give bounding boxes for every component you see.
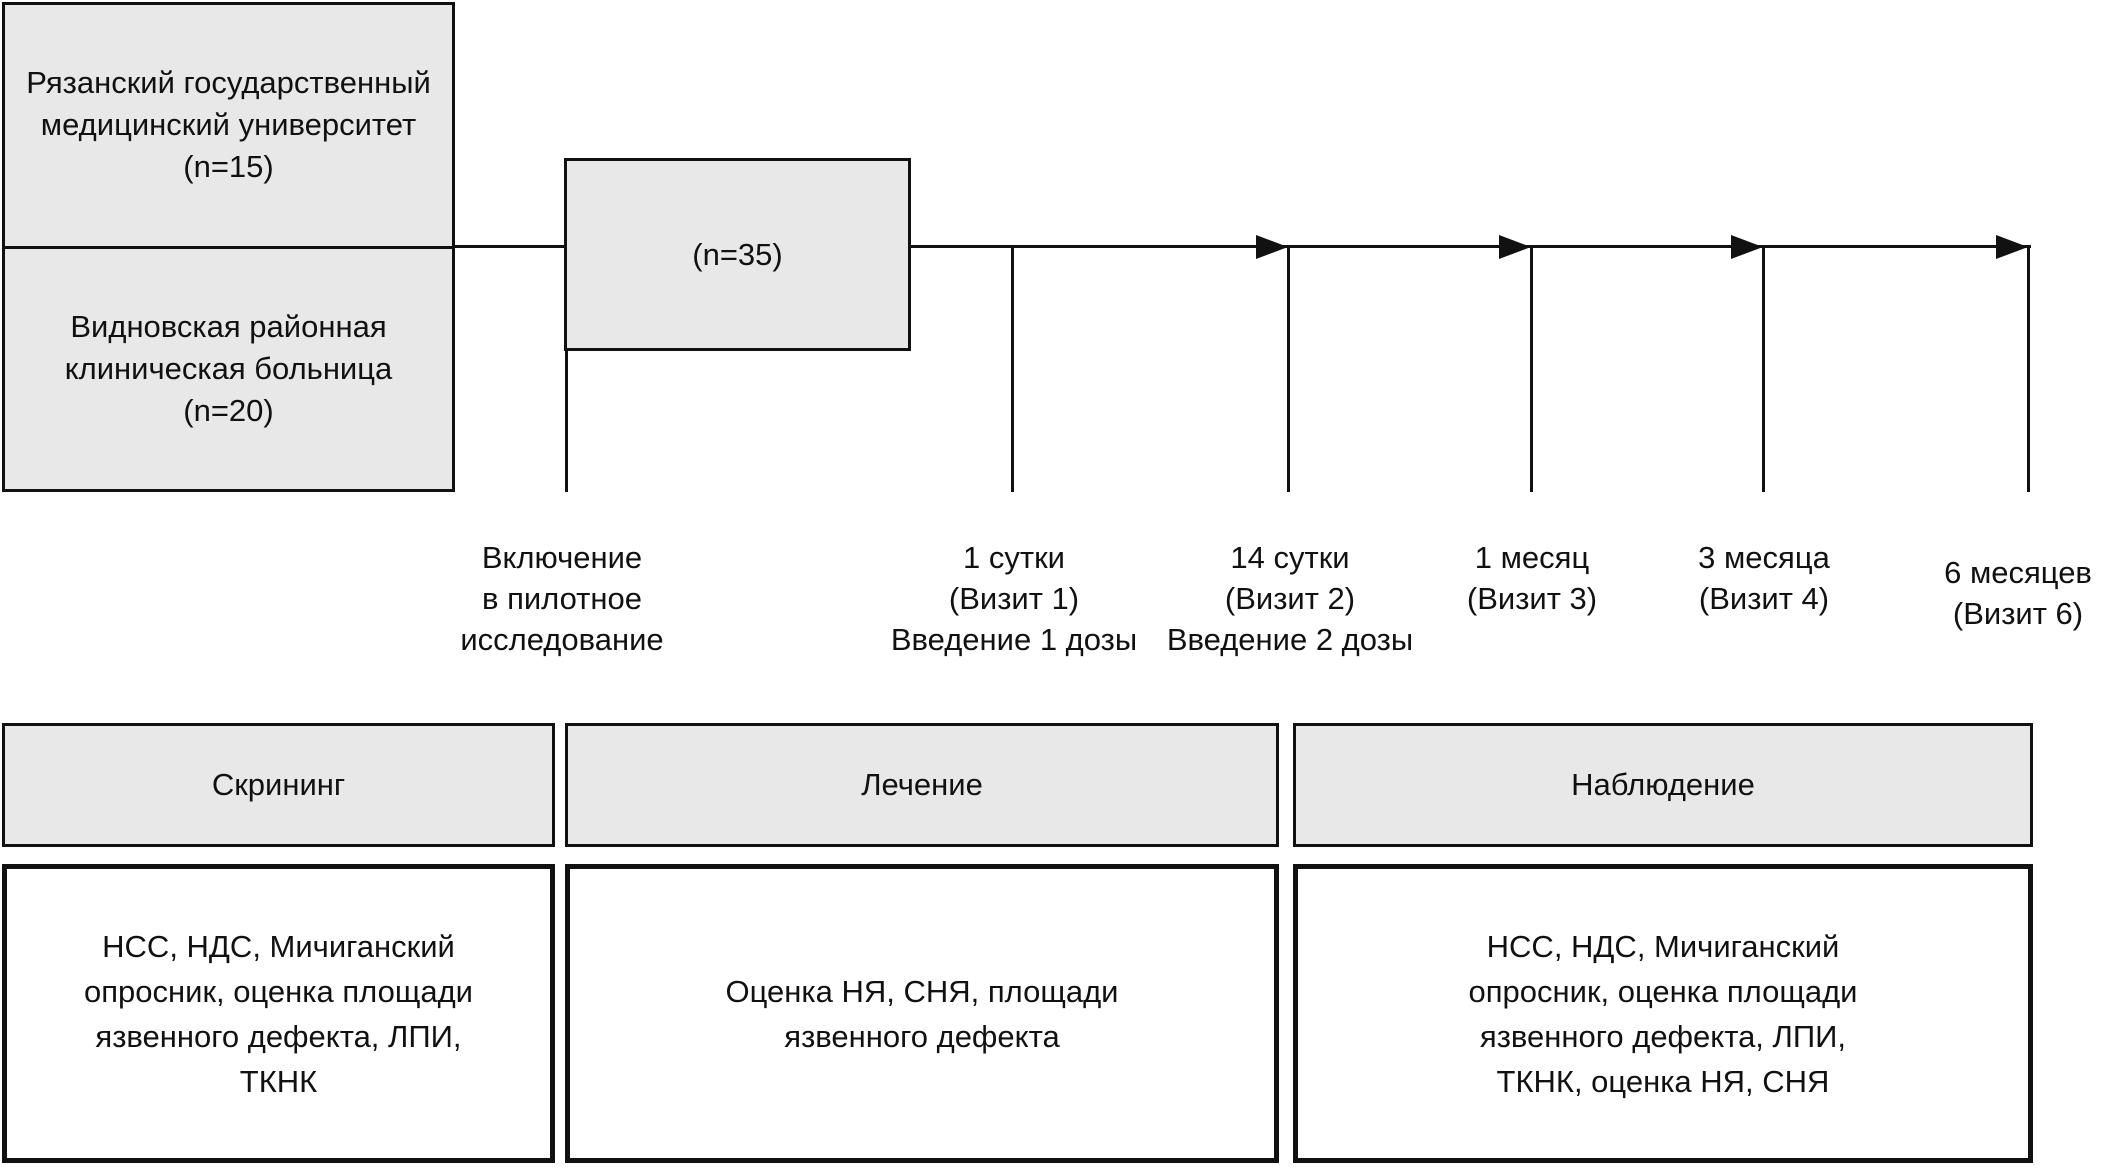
phase-header-treatment: Лечение: [565, 723, 1279, 847]
phase-content-observation: НСС, НДС, Мичиганский опросник, оценка п…: [1293, 864, 2033, 1163]
enrollment-label: (n=35): [692, 236, 783, 272]
arrowhead-icon-visit-4: [1731, 235, 1763, 259]
milestone-label-visit-1: 1 сутки (Визит 1) Введение 1 дозы: [890, 540, 1138, 657]
arrowhead-icon-visit-6: [1996, 235, 2028, 259]
enrollment-box: (n=35): [564, 158, 911, 351]
phase-header-treatment-label: Лечение: [861, 767, 983, 802]
site-1-label: Рязанский государственный медицинский ун…: [26, 65, 431, 185]
phase-header-screening-label: Скрининг: [211, 767, 346, 802]
phase-header-observation: Наблюдение: [1293, 723, 2033, 847]
tick-visit-6: [2027, 245, 2030, 492]
tick-visit-3: [1530, 245, 1533, 492]
arrowhead-icon-visit-3: [1499, 235, 1531, 259]
site-2-label: Видновская районная клиническая больница…: [64, 308, 393, 428]
tick-visit-4: [1762, 245, 1765, 492]
arrowhead-icon-visit-2: [1256, 235, 1288, 259]
milestone-label-visit-3: 1 месяц (Визит 3): [1466, 540, 1598, 616]
phase-content-treatment: Оценка НЯ, СНЯ, площади язвенного дефект…: [565, 864, 1279, 1163]
phase-header-screening: Скрининг: [2, 723, 555, 847]
milestone-label-visit-6: 6 месяцев (Визит 6): [1944, 555, 2092, 631]
milestone-label-visit-4: 3 месяца (Визит 4): [1698, 540, 1830, 616]
milestone-label-visit-2: 14 сутки (Визит 2) Введение 2 дозы: [1166, 540, 1414, 657]
tick-visit-2: [1287, 245, 1290, 492]
tick-visit-1: [1011, 245, 1014, 492]
phase-content-screening: НСС, НДС, Мичиганский опросник, оценка п…: [2, 864, 555, 1163]
timeline-axis: [453, 245, 2031, 248]
sites-box: Рязанский государственный медицинский ун…: [2, 2, 455, 492]
phase-header-observation-label: Наблюдение: [1571, 767, 1755, 802]
milestone-label-inclusion: Включение в пилотное исследование: [460, 540, 664, 657]
site-1-cell: Рязанский государственный медицинский ун…: [5, 5, 452, 246]
tick-inclusion: [565, 348, 568, 492]
site-2-cell: Видновская районная клиническая больница…: [5, 245, 452, 490]
